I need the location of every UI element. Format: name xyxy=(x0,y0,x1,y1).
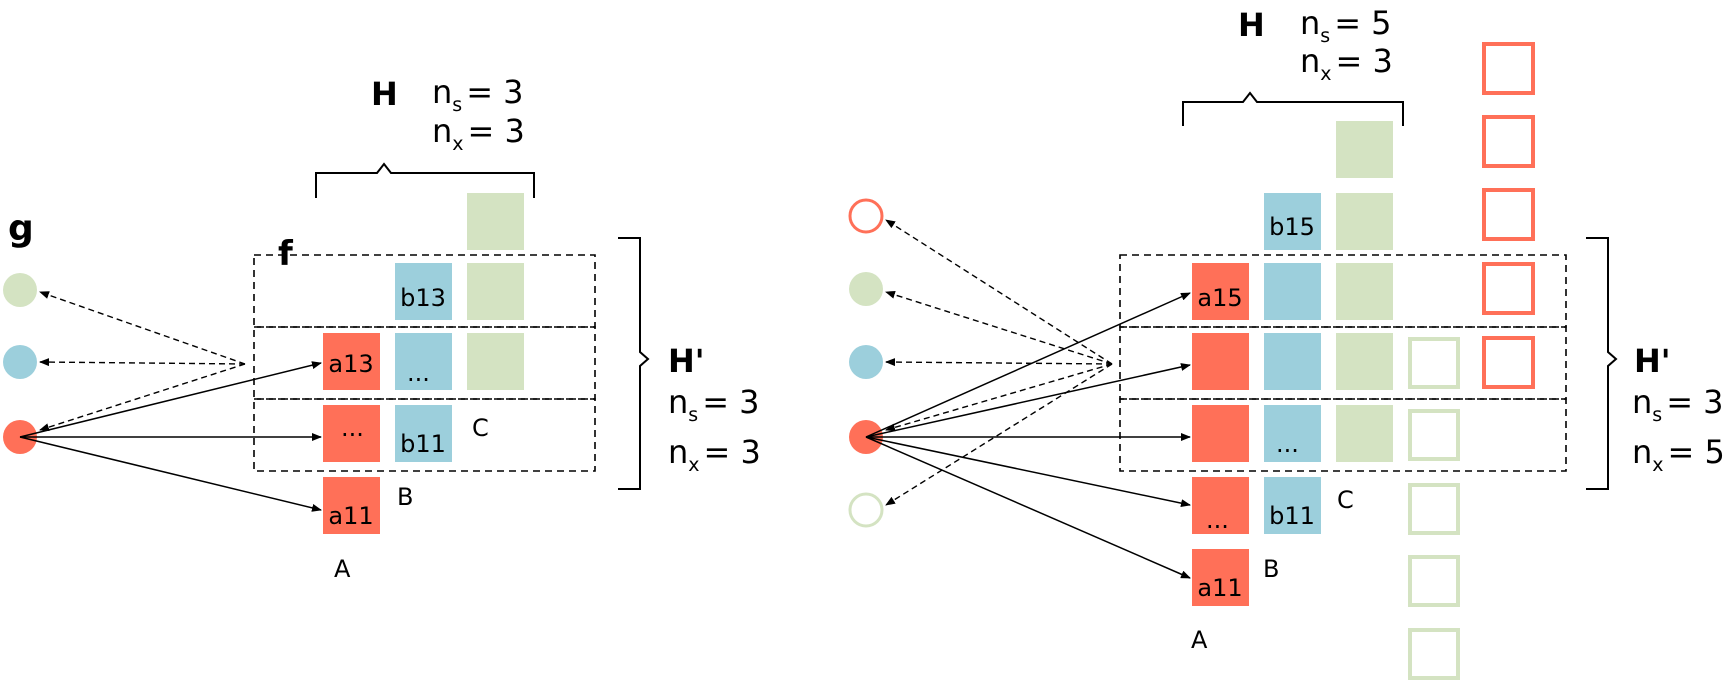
right-row-top xyxy=(1119,254,1567,328)
right-cell-b11-label: b11 xyxy=(1269,502,1315,530)
right-H-ns: ns= 5 xyxy=(1300,4,1392,47)
left-dashed-arrow-red xyxy=(39,363,246,432)
right-cell-a11 xyxy=(1192,549,1249,606)
right-outline-red-3 xyxy=(1482,188,1535,241)
left-cell-b-dots xyxy=(395,333,452,390)
right-dashed-arrow-blue xyxy=(885,358,1113,367)
right-cell-b15-label: b15 xyxy=(1269,213,1315,241)
right-row-mid xyxy=(1119,326,1567,400)
right-outline-red-2 xyxy=(1482,115,1535,168)
right-Hp-nx: nx= 5 xyxy=(1632,433,1725,476)
left-dashed-arrow-green xyxy=(39,291,246,365)
left-cell-b13-label: b13 xyxy=(400,284,446,312)
right-cell-a15-label: a15 xyxy=(1197,284,1242,312)
left-cell-a13-label: a13 xyxy=(328,350,373,378)
right-H-nx: nx= 3 xyxy=(1300,42,1393,85)
left-g-label: g xyxy=(8,208,34,249)
left-row-bot xyxy=(253,398,596,472)
right-cell-b-dots xyxy=(1264,405,1321,462)
right-outline-green-5 xyxy=(1408,628,1460,680)
left-cell-c1 xyxy=(467,193,524,250)
right-node-green-outline xyxy=(848,492,884,528)
right-dashed-arrow-red-outline xyxy=(885,219,1113,365)
right-Hp-letter: H' xyxy=(1634,342,1671,380)
right-outline-red-5 xyxy=(1482,336,1535,389)
left-panel: g f a13 ... a11 b13 ... b11 A B C xyxy=(3,73,761,583)
right-col-label-b: B xyxy=(1263,555,1279,583)
right-dashed-arrow-green xyxy=(885,290,1113,365)
right-cell-b11 xyxy=(1264,477,1321,534)
right-outline-green-1 xyxy=(1408,337,1460,389)
left-col-label-b: B xyxy=(397,483,413,511)
right-H-letter: H xyxy=(1238,6,1265,44)
right-col-label-c: C xyxy=(1337,486,1354,514)
right-outline-green-3 xyxy=(1408,483,1460,535)
left-Hp-nx: nx= 3 xyxy=(668,433,761,476)
left-cell-c2 xyxy=(467,263,524,320)
left-cell-a11-label: a11 xyxy=(328,502,373,530)
left-row-top xyxy=(253,254,596,328)
right-cell-c4 xyxy=(1336,333,1393,390)
right-arrow-to-a-dots xyxy=(865,436,1191,508)
left-H-nx: nx= 3 xyxy=(432,112,525,155)
left-col-label-a: A xyxy=(334,555,351,583)
right-cell-a3 xyxy=(1192,405,1249,462)
left-arrow-to-a11 xyxy=(19,436,322,512)
left-arrow-to-a13 xyxy=(19,361,322,438)
right-outline-green-2 xyxy=(1408,409,1460,461)
right-cell-a11-label: a11 xyxy=(1197,574,1242,602)
right-row-bot xyxy=(1119,398,1567,472)
right-cell-b3 xyxy=(1264,333,1321,390)
left-dashed-arrow-blue xyxy=(39,358,246,367)
right-dashed-arrow-green-outline xyxy=(885,363,1113,506)
right-arrow-to-a15 xyxy=(865,292,1191,438)
right-arrow-to-a11 xyxy=(865,436,1191,579)
left-row-mid xyxy=(253,326,596,400)
right-dashed-arrow-red xyxy=(885,363,1113,432)
left-brace-top xyxy=(315,162,535,198)
right-node-blue xyxy=(849,345,883,379)
right-cell-a-dots xyxy=(1192,477,1249,534)
left-brace-side xyxy=(618,237,650,490)
left-cell-a11 xyxy=(323,477,380,534)
left-H-ns: ns= 3 xyxy=(432,73,524,116)
left-node-green xyxy=(3,273,37,307)
left-node-blue xyxy=(3,345,37,379)
left-cell-a-dots-label: ... xyxy=(341,414,364,442)
right-panel: a15 ... a11 b15 ... b11 A xyxy=(848,4,1725,680)
left-Hp-letter: H' xyxy=(668,342,705,380)
right-outline-red-4 xyxy=(1482,262,1535,315)
left-cell-b11-label: b11 xyxy=(400,430,446,458)
right-cell-a2 xyxy=(1192,333,1249,390)
right-cell-c1 xyxy=(1336,121,1393,178)
right-arrow-to-a2 xyxy=(865,363,1191,438)
right-outline-red-1 xyxy=(1482,42,1535,95)
right-cell-c3 xyxy=(1336,263,1393,320)
right-cell-c2 xyxy=(1336,193,1393,250)
right-cell-a15 xyxy=(1192,263,1249,320)
right-cell-b-dots-label: ... xyxy=(1276,430,1299,458)
right-brace-top xyxy=(1182,91,1404,126)
left-cell-a13 xyxy=(323,333,380,390)
right-Hp-ns: ns= 3 xyxy=(1632,383,1724,426)
right-outline-green-4 xyxy=(1408,555,1460,607)
left-cell-b-dots-label: ... xyxy=(407,359,430,387)
left-H-letter: H xyxy=(371,75,398,113)
right-brace-side xyxy=(1586,237,1618,490)
left-Hp-ns: ns= 3 xyxy=(668,383,760,426)
right-node-green xyxy=(849,272,883,306)
left-col-label-c: C xyxy=(472,414,489,442)
left-cell-c3 xyxy=(467,333,524,390)
right-cell-b15 xyxy=(1264,193,1321,250)
left-cell-b13 xyxy=(395,263,452,320)
right-col-label-a: A xyxy=(1191,626,1208,654)
right-cell-c5 xyxy=(1336,405,1393,462)
right-cell-a-dots-label: ... xyxy=(1206,506,1229,534)
left-cell-a-dots xyxy=(323,405,380,462)
right-node-red-outline xyxy=(848,198,884,234)
right-cell-b2 xyxy=(1264,263,1321,320)
left-cell-b11 xyxy=(395,405,452,462)
left-f-label: f xyxy=(278,234,294,274)
